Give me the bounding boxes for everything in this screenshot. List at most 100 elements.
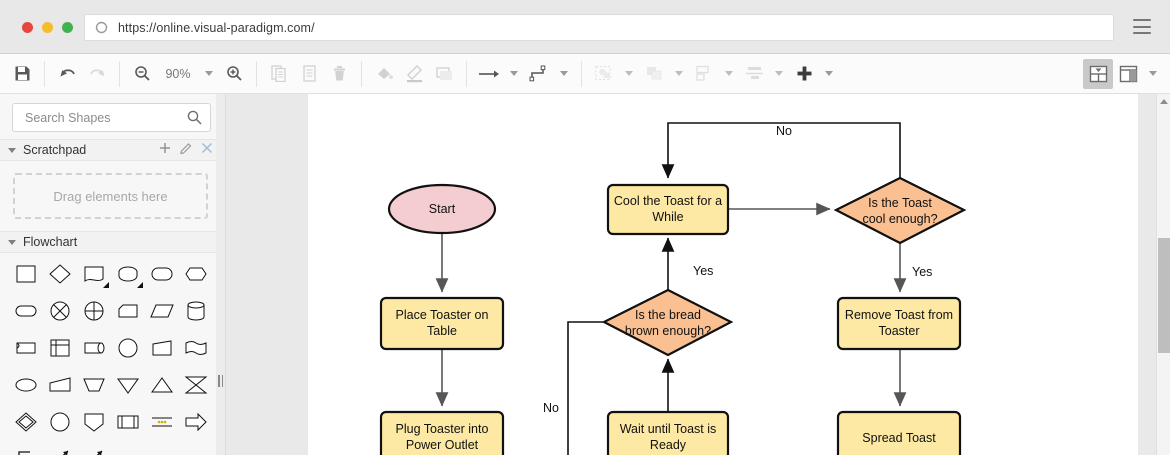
diamond-shape[interactable] (44, 261, 76, 287)
punched-tape-shape[interactable] (146, 409, 178, 435)
node-remove-line2: Toaster (879, 324, 920, 338)
insert-plus-icon[interactable] (789, 59, 819, 89)
waypoint-icon[interactable] (524, 59, 554, 89)
chevron-down-icon[interactable] (8, 239, 16, 245)
select-dropdown-icon[interactable] (619, 59, 639, 89)
minimize-button[interactable] (42, 22, 53, 33)
vertical-scrollbar-thumb[interactable] (1158, 238, 1170, 353)
connector-dropdown-icon[interactable] (504, 59, 524, 89)
section-title-scratchpad: Scratchpad (23, 143, 87, 157)
file-group (0, 54, 44, 94)
search-input-box[interactable] (12, 103, 211, 132)
triangle-up-shape[interactable] (146, 372, 178, 398)
ellipse-stack-shape[interactable] (112, 261, 144, 288)
close-icon[interactable] (201, 141, 213, 159)
reload-icon[interactable] (95, 21, 108, 34)
distribute-dropdown-icon[interactable] (769, 59, 789, 89)
manual-operation-shape[interactable] (78, 372, 110, 398)
plus-icon[interactable] (159, 141, 171, 159)
predefined-process-shape[interactable] (44, 335, 76, 361)
line-color-icon[interactable] (399, 59, 429, 89)
align-icon[interactable] (689, 59, 719, 89)
trash-icon[interactable] (324, 59, 354, 89)
scratchpad-dropzone[interactable]: Drag elements here (13, 173, 208, 219)
section-header-scratchpad[interactable]: Scratchpad (0, 139, 221, 161)
hourglass-shape[interactable] (180, 372, 212, 398)
manual-input-shape[interactable] (146, 335, 178, 361)
panel-splitter[interactable] (216, 94, 226, 455)
oval-shape[interactable] (10, 372, 42, 398)
line-shape[interactable] (44, 446, 76, 455)
node-remove-toast[interactable]: Remove Toast from Toaster (836, 296, 962, 351)
diagram-page[interactable]: Start Place Toaster on Table Plug Toaste… (308, 94, 1138, 455)
splitter-grip[interactable] (218, 375, 224, 387)
node-cool-line2: While (652, 210, 683, 224)
node-spread-toast[interactable]: Spread Toast (836, 410, 962, 455)
rectangle-shape[interactable] (10, 261, 42, 287)
front-dropdown-icon[interactable] (669, 59, 689, 89)
node-bread-decision[interactable]: Is the bread brown enough? (601, 288, 734, 357)
terminator-shape[interactable] (10, 298, 42, 324)
tape-shape[interactable] (10, 335, 42, 361)
node-toast-cool-decision[interactable]: Is the Toast cool enough? (833, 176, 967, 245)
panel-dropdown-icon[interactable] (1143, 59, 1163, 89)
zoom-level-label[interactable]: 90% (165, 66, 191, 81)
node-place-toaster[interactable]: Place Toaster on Table (379, 296, 505, 351)
trapezoid-shape[interactable] (44, 372, 76, 398)
copy-icon[interactable] (264, 59, 294, 89)
pencil-icon[interactable] (180, 141, 192, 159)
bring-to-front-icon[interactable] (639, 59, 669, 89)
outline-panel-icon[interactable] (1113, 59, 1143, 89)
section-header-flowchart[interactable]: Flowchart (0, 231, 221, 253)
node-start[interactable]: Start (387, 183, 497, 235)
node-cool-toast[interactable]: Cool the Toast for a While (606, 183, 730, 236)
internal-storage-shape[interactable] (112, 409, 144, 435)
save-icon[interactable] (7, 59, 37, 89)
corner-shape[interactable] (10, 446, 42, 455)
distribute-icon[interactable] (739, 59, 769, 89)
parallelogram-shape[interactable] (146, 298, 178, 324)
address-bar[interactable]: https://online.visual-paradigm.com/ (84, 14, 1114, 41)
zoom-button[interactable] (62, 22, 73, 33)
diagram-canvas[interactable]: Start Place Toaster on Table Plug Toaste… (226, 94, 1170, 455)
scroll-up-arrow-icon[interactable] (1160, 99, 1168, 104)
circle-outline-shape[interactable] (44, 409, 76, 435)
vertical-scrollbar[interactable] (1156, 94, 1170, 455)
circle-shape[interactable] (112, 335, 144, 361)
select-icon[interactable] (589, 59, 619, 89)
zoom-out-icon[interactable] (127, 59, 157, 89)
search-icon[interactable] (187, 110, 202, 130)
node-plug-toaster[interactable]: Plug Toaster into Power Outlet (379, 410, 505, 455)
double-arrow-line-shape[interactable] (78, 446, 110, 455)
circle-plus-shape[interactable] (78, 298, 110, 324)
zoom-in-icon[interactable] (219, 59, 249, 89)
hamburger-menu-icon[interactable] (1133, 19, 1151, 34)
format-panel-icon[interactable] (1083, 58, 1113, 89)
direct-data-shape[interactable] (78, 335, 110, 361)
fill-color-icon[interactable] (369, 59, 399, 89)
card-shape[interactable] (112, 298, 144, 324)
undo-icon[interactable] (52, 59, 82, 89)
hexagon-shape[interactable] (180, 261, 212, 287)
triangle-down-shape[interactable] (112, 372, 144, 398)
chevron-down-icon[interactable] (8, 147, 16, 153)
shadow-icon[interactable] (429, 59, 459, 89)
rounded-rect-shape[interactable] (146, 261, 178, 287)
connector-arrow-icon[interactable] (474, 59, 504, 89)
paste-icon[interactable] (294, 59, 324, 89)
arrow-right-shape[interactable] (180, 409, 212, 435)
pentagon-down-shape[interactable] (78, 409, 110, 435)
redo-icon[interactable] (82, 59, 112, 89)
align-dropdown-icon[interactable] (719, 59, 739, 89)
search-input[interactable] (23, 109, 183, 126)
wave-shape[interactable] (180, 335, 212, 361)
close-button[interactable] (22, 22, 33, 33)
zoom-dropdown-icon[interactable] (199, 59, 219, 89)
node-wait-toast[interactable]: Wait until Toast is Ready (606, 410, 730, 455)
circle-cross-shape[interactable] (44, 298, 76, 324)
insert-dropdown-icon[interactable] (819, 59, 839, 89)
double-diamond-shape[interactable] (10, 409, 42, 435)
waypoint-dropdown-icon[interactable] (554, 59, 574, 89)
document-shape[interactable] (78, 261, 110, 288)
cylinder-shape[interactable] (180, 298, 212, 324)
